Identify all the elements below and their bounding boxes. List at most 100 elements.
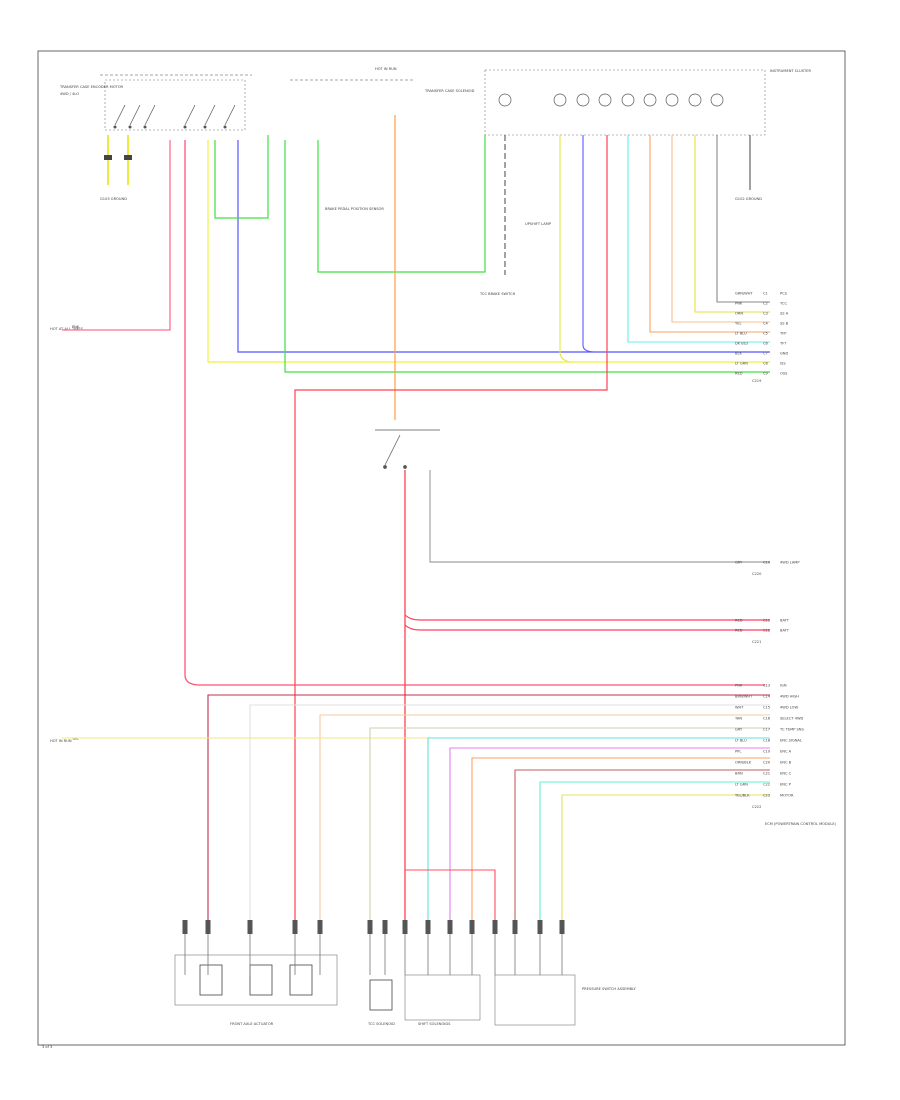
wire-color-label: LT GRN [735, 783, 748, 787]
svg-text:TCC SOLENOID: TCC SOLENOID [367, 1022, 395, 1026]
pin-label: C12 [763, 629, 770, 633]
signal-label: ENC C [780, 772, 792, 776]
connector-pin [182, 920, 188, 934]
pin-label: C22 [763, 783, 770, 787]
wire-batt-1 [404, 614, 770, 621]
signal-label: ISS [780, 362, 786, 366]
tcc-solenoid: TCC SOLENOID [367, 979, 395, 1026]
connector-pin [402, 920, 408, 934]
signal-label: GND [780, 352, 788, 356]
wire-color-label: TAN [734, 717, 742, 721]
ground-label-right: G102 GROUND [735, 197, 762, 201]
connector-pin [537, 920, 543, 934]
wire-color-label: YEL/BLK [735, 794, 750, 798]
left-note-b: HOT IN RUN [50, 739, 72, 743]
signal-label: TFT [779, 342, 787, 346]
signal-label: SELECT 4WD [780, 717, 804, 721]
pin-label: C9 [763, 372, 769, 376]
signal-label: TFP [779, 332, 787, 336]
signal-label: MOTOR [780, 794, 794, 798]
connector-pin [292, 920, 298, 934]
connector-id-mid: C220 [752, 572, 762, 576]
ecm-wire-bundle [62, 694, 770, 920]
bottom-connector-pins [182, 920, 565, 975]
front-axle-actuator: FRONT AXLE ACTUATOR [174, 954, 338, 1026]
page-number: 3 of 3 [42, 1045, 52, 1049]
diagram-border [37, 50, 846, 1046]
svg-text:INSTRUMENT CLUSTER: INSTRUMENT CLUSTER [770, 69, 811, 73]
wire-green-2 [284, 140, 770, 373]
connector-row: YEL/BLK C23 MOTOR [735, 794, 794, 798]
connector-id-top: C219 [752, 379, 762, 383]
pin-label: C16 [763, 717, 771, 721]
pin-label: C17 [763, 728, 770, 732]
wire-pnk-main [62, 140, 765, 686]
ground-connector-left: G103 GROUND [100, 135, 132, 201]
connector-pin [447, 920, 453, 934]
wire-color-label: WHT [735, 706, 744, 710]
wire-cluster-peach [671, 135, 770, 323]
wire-color-label: BRN [735, 772, 743, 776]
pin-label: C14 [763, 695, 771, 699]
svg-text:SHIFT SOLENOIDS: SHIFT SOLENOIDS [418, 1022, 451, 1026]
pin-label: C23 [763, 794, 770, 798]
pin-label: C8 [763, 362, 769, 366]
wire-color-label: LT BLU [735, 739, 747, 743]
tcc-brake-label: TCC BRAKE SWITCH [479, 292, 516, 296]
pin-label: C4 [763, 322, 769, 326]
connector-pin [382, 920, 388, 934]
transfer-case-solenoid-label: TRANSFER CASE SOLENOID [424, 89, 475, 93]
wire-gray-switch [429, 470, 770, 563]
signal-label: SS A [780, 312, 789, 316]
shift-solenoids: SHIFT SOLENOIDS [404, 974, 481, 1026]
signal-label: 4WD HIGH [780, 695, 799, 699]
wire-red-1 [294, 135, 608, 920]
connector-pin [492, 920, 498, 934]
connector-id-batt: C221 [752, 640, 761, 644]
wire-cluster-cyan [627, 135, 770, 343]
pin-label: C13 [763, 684, 770, 688]
wire-color-label: RED [735, 619, 743, 623]
svg-text:FRONT AXLE ACTUATOR: FRONT AXLE ACTUATOR [230, 1022, 274, 1026]
svg-text:PRESSURE SWITCH ASSEMBLY: PRESSURE SWITCH ASSEMBLY [582, 987, 637, 991]
connector-pin [205, 920, 211, 934]
signal-label: PCS [780, 292, 788, 296]
signal-label: TC TEMP SNS [779, 728, 804, 732]
pin-label: C6 [763, 342, 769, 346]
pin-label: C3 [763, 312, 768, 316]
wire-color-label: RED [735, 629, 743, 633]
connector-pin [317, 920, 323, 934]
tcc-brake-switch [375, 429, 440, 469]
pressure-switch-assembly: PRESSURE SWITCH ASSEMBLY [494, 974, 637, 1026]
connector-pin [425, 920, 431, 934]
pin-label: C11 [763, 619, 770, 623]
wire-color-label: PNK [735, 302, 743, 306]
wire-color-label: GRY [735, 561, 743, 565]
wire-green-1 [214, 135, 269, 219]
connector-id-bottom: C222 [752, 805, 761, 809]
wire-cluster-orange [649, 135, 770, 333]
pin-label: C10 [763, 561, 771, 565]
connector-pin [512, 920, 518, 934]
pin-label: C20 [763, 761, 771, 765]
signal-label: TCC [779, 302, 787, 306]
connector-pin [559, 920, 565, 934]
svg-text:TRANSFER CASE ENCODER MOTOR: TRANSFER CASE ENCODER MOTOR [59, 85, 124, 89]
pin-label: C15 [763, 706, 770, 710]
pin-label: C1 [763, 292, 768, 296]
wire-color-label: GRN/WHT [735, 292, 753, 296]
